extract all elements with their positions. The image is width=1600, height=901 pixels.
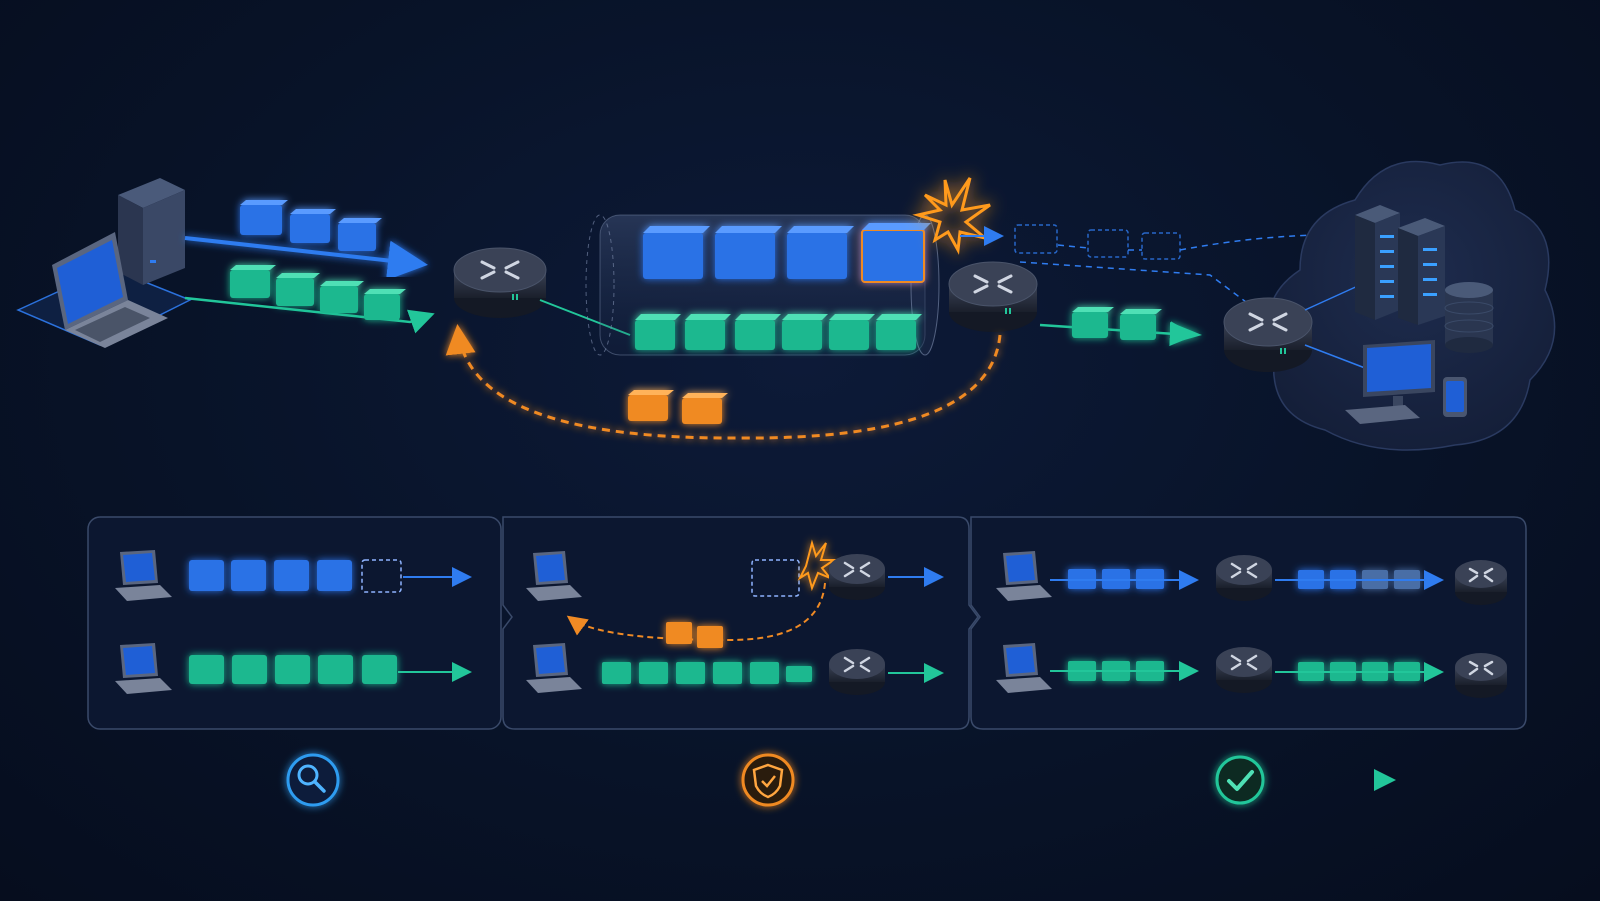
packet-blue — [274, 560, 309, 591]
router-icon — [829, 554, 885, 600]
timeline — [185, 753, 1396, 807]
packet-blue-colliding — [861, 223, 931, 283]
packet-blue — [189, 560, 224, 591]
packet-blue — [338, 218, 382, 251]
packet-green — [676, 662, 705, 684]
packet-orange — [666, 622, 692, 644]
laptop-icon — [526, 643, 582, 693]
router-icon — [1455, 653, 1507, 698]
packet-blue — [317, 560, 352, 591]
packet-green — [750, 662, 779, 684]
stage-recover-panel — [502, 516, 979, 730]
packet-green — [635, 314, 681, 350]
packet-green — [639, 662, 668, 684]
packet-green — [1072, 307, 1114, 338]
router-icon — [1216, 555, 1272, 601]
missing-packet — [751, 559, 800, 597]
packet-green — [786, 666, 812, 682]
packet-blue — [290, 209, 336, 243]
missing-packet — [361, 559, 402, 593]
router-icon — [453, 247, 547, 318]
stage-panels — [87, 516, 1527, 730]
stage-detect-panel — [87, 516, 502, 730]
packet-green — [1120, 309, 1162, 340]
router-icon — [1223, 297, 1313, 372]
packet-green — [735, 314, 781, 350]
packet-green — [320, 281, 364, 313]
database-icon — [1444, 282, 1494, 353]
collision-burst-icon — [912, 177, 991, 255]
dropped-packet — [1014, 224, 1058, 254]
step-confirm[interactable] — [1215, 755, 1265, 805]
packet-green — [364, 289, 406, 320]
packet-green — [189, 655, 224, 684]
router-icon — [1455, 560, 1507, 605]
packet-orange — [682, 393, 728, 424]
packet-green — [713, 662, 742, 684]
green-stream-path — [184, 296, 435, 334]
router-icon — [948, 261, 1038, 332]
desktop-tower-icon — [118, 178, 185, 285]
packet-green — [876, 314, 922, 350]
green-packets-delivered — [1072, 307, 1162, 340]
checkmark-icon — [1227, 770, 1254, 791]
laptop-icon — [996, 551, 1052, 601]
retransmit-path — [566, 582, 826, 642]
packet-blue — [787, 226, 854, 279]
tunnel-green-packets — [635, 314, 922, 350]
packet-blue — [643, 226, 710, 279]
shield-check-icon — [752, 763, 784, 799]
dropped-packet-placeholders — [1014, 224, 1181, 260]
blue-packets-sent — [240, 200, 382, 251]
step-protect[interactable] — [741, 753, 795, 807]
packet-green — [232, 655, 267, 684]
stage-restored-panel — [970, 516, 1527, 730]
router-icon — [1216, 647, 1272, 693]
tunnel-blue-packets — [643, 223, 931, 283]
laptop-icon — [52, 232, 168, 348]
packet-green — [230, 265, 276, 298]
green-delivery-path — [1039, 321, 1195, 347]
laptop-icon — [115, 643, 172, 694]
magnifier-icon — [297, 764, 326, 793]
laptop-icon — [115, 550, 172, 601]
packet-blue — [240, 200, 288, 235]
blue-stream-arrow — [184, 236, 428, 281]
packet-green — [362, 655, 397, 684]
packet-green — [318, 655, 353, 684]
dropped-packet — [1141, 232, 1181, 260]
retransmit-path — [445, 324, 1002, 440]
packet-green — [685, 314, 731, 350]
monitor-icon — [1345, 340, 1435, 424]
packet-orange — [628, 390, 674, 421]
laptop-icon — [996, 643, 1052, 693]
packet-green — [276, 273, 320, 306]
server-rack-icon — [1355, 205, 1400, 320]
server-rack-icon — [1398, 218, 1445, 325]
green-packets-sent — [230, 265, 406, 320]
main-diagram — [16, 160, 1556, 451]
smartphone-icon — [1443, 377, 1467, 417]
packet-orange — [697, 626, 723, 648]
retransmit-packets — [628, 390, 728, 424]
packet-green — [782, 314, 828, 350]
packet-blue — [231, 560, 266, 591]
step-detect[interactable] — [286, 753, 340, 807]
packet-blue — [715, 226, 782, 279]
router-icon — [829, 649, 885, 695]
packet-green — [275, 655, 310, 684]
packet-green — [602, 662, 631, 684]
dropped-packet — [1087, 229, 1129, 258]
laptop-icon — [526, 551, 582, 601]
packet-green — [829, 314, 875, 350]
